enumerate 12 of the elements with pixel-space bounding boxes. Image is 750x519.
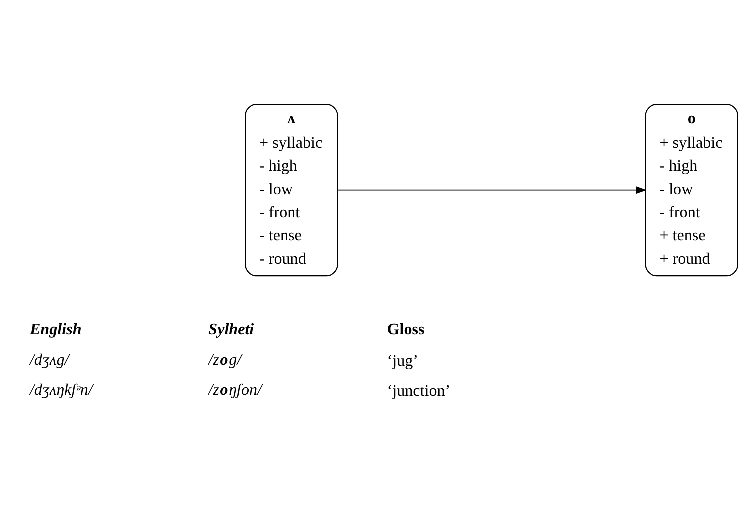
label: Sylheti xyxy=(208,321,254,338)
label: English xyxy=(30,321,82,338)
label: ‘jug’ xyxy=(387,352,419,370)
node-box: ʌ + syllabic - high - low - front - tense - round xyxy=(245,104,338,276)
node-box: o + syllabic - high - low - front + tense + round xyxy=(645,104,738,276)
label: /zoŋʃon/ xyxy=(208,382,262,399)
label: /dʒʌg/ xyxy=(30,351,70,368)
label: /dʒʌŋkʃᵊn/ xyxy=(30,382,93,399)
label: Gloss xyxy=(387,321,425,338)
label: ‘junction’ xyxy=(387,382,451,400)
arrow xyxy=(337,186,647,194)
label: /zog/ xyxy=(208,351,242,368)
